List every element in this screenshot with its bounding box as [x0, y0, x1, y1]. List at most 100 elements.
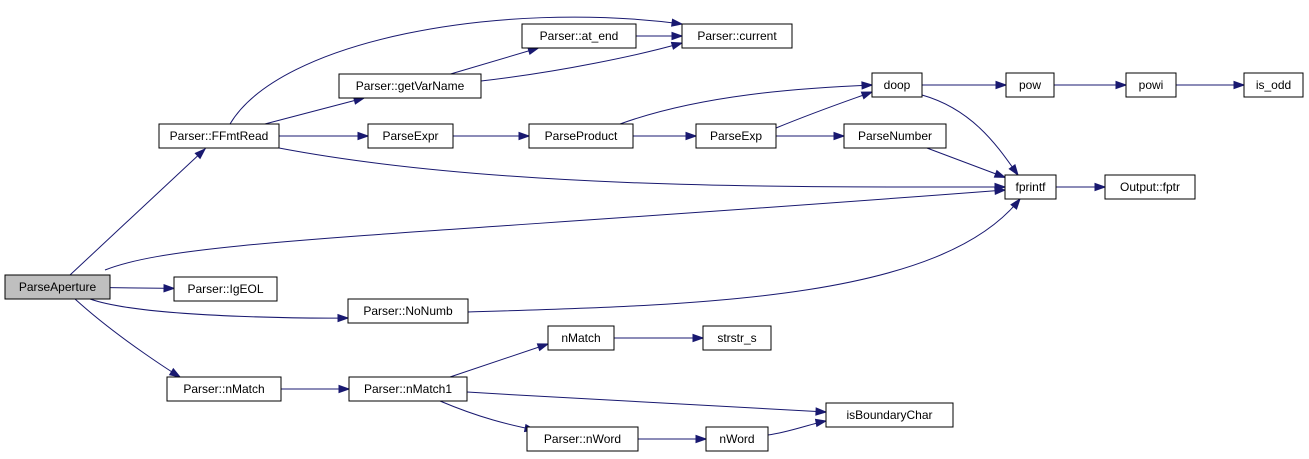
node-label: Output::fptr [1120, 180, 1180, 194]
arrow-head [671, 18, 684, 27]
arrow-head [860, 91, 874, 100]
edge-line [450, 47, 539, 75]
edge-NoNumb-to-fprintf [467, 197, 1021, 313]
node-doop[interactable]: doop [871, 72, 923, 98]
node-ParseAperture[interactable]: ParseAperture [4, 274, 111, 300]
edge-ParseExp-to-doop [775, 91, 874, 129]
arrow-head [194, 147, 207, 160]
node-label: doop [884, 78, 911, 92]
node-fptr[interactable]: Output::fptr [1104, 174, 1196, 200]
node-ParseExpr[interactable]: ParseExpr [367, 123, 454, 149]
node-label: Parser::nWord [544, 432, 621, 446]
node-label: Parser::NoNumb [363, 304, 453, 318]
node-nWord[interactable]: nWord [705, 426, 769, 452]
node-box [158, 123, 280, 149]
arrow-head [338, 384, 351, 394]
node-ParseExp[interactable]: ParseExp [695, 123, 777, 149]
node-NoNumb[interactable]: Parser::NoNumb [347, 298, 469, 324]
node-nWordP[interactable]: Parser::nWord [526, 426, 639, 452]
node-nMatch[interactable]: nMatch [547, 325, 615, 351]
arrow-head [1115, 80, 1128, 90]
node-box [843, 123, 947, 149]
edge-fprintf-to-fptr [1056, 182, 1107, 192]
node-label: Parser::nMatch1 [364, 382, 452, 396]
node-label: powi [1139, 78, 1164, 92]
edge-line [104, 189, 1006, 271]
edge-line [775, 91, 873, 129]
edge-line [439, 400, 536, 431]
arrow-head [685, 131, 698, 141]
node-box [347, 298, 469, 324]
node-nMatchP[interactable]: Parser::nMatch [166, 376, 282, 402]
node-label: pow [1019, 78, 1041, 92]
arrow-head [671, 31, 684, 41]
node-label: fprintf [1015, 180, 1046, 194]
node-pow[interactable]: pow [1005, 72, 1055, 98]
node-strstr_s[interactable]: strstr_s [702, 325, 772, 351]
node-current[interactable]: Parser::current [681, 23, 793, 49]
edge-nMatch-to-strstr_s [614, 333, 705, 343]
edge-nMatch1-to-nMatch [449, 343, 550, 378]
node-FFmtRead[interactable]: Parser::FFmtRead [158, 123, 280, 149]
nodes-layer: ParseAperture Parser::FFmtReadParser::IgE… [4, 23, 1304, 452]
edge-ParseNumber-to-fprintf [926, 147, 1007, 178]
node-ParseProduct[interactable]: ParseProduct [528, 123, 634, 149]
arrow-head [861, 81, 874, 90]
edge-ParseAperture-to-IgEOL [109, 284, 176, 293]
arrow-head [1010, 197, 1021, 210]
node-label: ParseAperture [19, 280, 97, 294]
arrow-head [337, 313, 350, 323]
edge-ParseProduct-to-ParseExp [633, 131, 698, 141]
node-fprintf[interactable]: fprintf [1004, 174, 1057, 200]
edge-at_end-to-current [636, 31, 684, 41]
node-box [173, 276, 278, 302]
edge-FFmtRead-to-getVarName [264, 96, 366, 125]
node-IgEOL[interactable]: Parser::IgEOL [173, 276, 278, 302]
node-box [1243, 72, 1304, 98]
node-nMatch1[interactable]: Parser::nMatch1 [348, 376, 468, 402]
edge-nMatchP-to-nMatch1 [281, 384, 351, 394]
node-box [521, 23, 637, 49]
node-label: Parser::at_end [540, 29, 619, 43]
edge-FFmtRead-to-current [229, 16, 684, 125]
node-label: ParseProduct [545, 129, 618, 143]
arrow-head [995, 80, 1008, 90]
node-box [547, 325, 615, 351]
arrow-head [833, 131, 846, 141]
node-box [367, 123, 454, 149]
edge-ParseAperture-to-FFmtRead [69, 147, 207, 276]
node-box [348, 376, 468, 402]
node-label: Parser::FFmtRead [170, 129, 269, 143]
node-box [1005, 72, 1055, 98]
arrow-head [670, 41, 684, 50]
edge-line [264, 97, 365, 125]
edge-doop-to-fprintf [921, 94, 1019, 177]
node-is_odd[interactable]: is_odd [1243, 72, 1304, 98]
edge-line [619, 84, 873, 125]
node-box [338, 73, 482, 99]
node-box [1004, 174, 1057, 200]
node-at_end[interactable]: Parser::at_end [521, 23, 637, 49]
node-label: Parser::getVarName [356, 79, 465, 93]
node-box [1125, 72, 1177, 98]
arrow-head [814, 418, 828, 428]
edge-line [69, 148, 206, 276]
arrow-head [993, 169, 1007, 178]
edge-ParseProduct-to-doop [619, 81, 874, 125]
node-label: Parser::current [697, 29, 777, 43]
node-label: ParseExp [710, 129, 762, 143]
node-ParseNumber[interactable]: ParseNumber [843, 123, 947, 149]
node-label: strstr_s [717, 331, 756, 345]
node-getVarName[interactable]: Parser::getVarName [338, 73, 482, 99]
node-powi[interactable]: powi [1125, 72, 1177, 98]
node-box [702, 325, 772, 351]
edge-ParseAperture-to-NoNumb [89, 298, 350, 323]
edge-line [89, 298, 349, 319]
arrow-head [1233, 80, 1246, 90]
node-isBoundaryChar[interactable]: isBoundaryChar [825, 402, 954, 428]
arrow-head [815, 407, 828, 416]
edge-ParseAperture-to-nMatchP [74, 298, 182, 378]
arrow-head [695, 434, 708, 444]
arrow-head [692, 333, 705, 343]
